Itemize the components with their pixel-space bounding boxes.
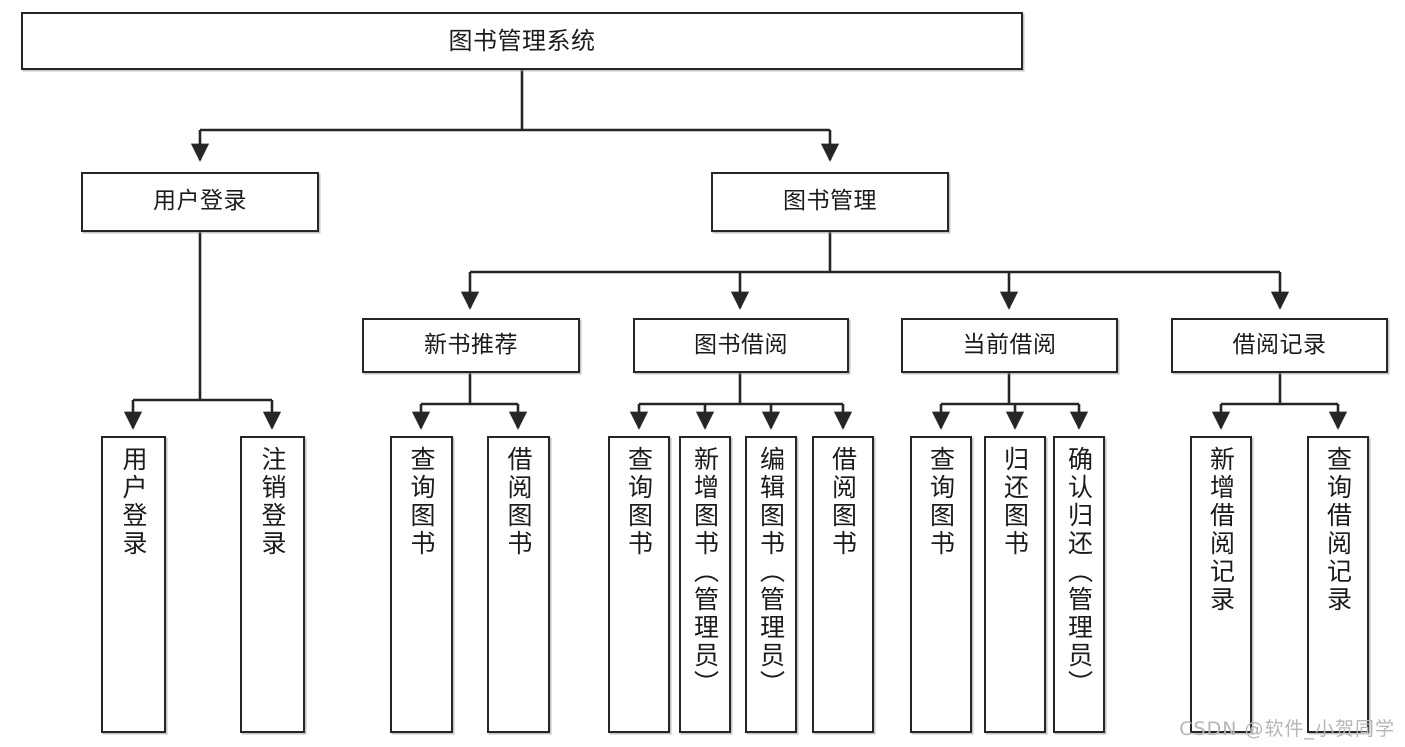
node-leaf-query-borrow-record-label: 查询借阅记录 <box>1323 446 1353 614</box>
node-book-borrow-label: 图书借阅 <box>694 331 788 358</box>
node-root[interactable]: 图书管理系统 <box>21 12 1023 70</box>
node-book-manage[interactable]: 图书管理 <box>711 172 949 232</box>
node-leaf-add-book-admin-label: 新增图书（管理员） <box>690 446 720 698</box>
node-leaf-borrow-book[interactable]: 借阅图书 <box>812 436 874 733</box>
node-user-login[interactable]: 用户登录 <box>81 172 319 232</box>
node-user-login-label: 用户登录 <box>153 188 247 215</box>
node-leaf-confirm-return-admin-label: 确认归还（管理员） <box>1064 446 1094 698</box>
node-leaf-add-book-admin[interactable]: 新增图书（管理员） <box>679 436 731 733</box>
node-book-manage-label: 图书管理 <box>783 188 877 215</box>
node-leaf-add-borrow-record-label: 新增借阅记录 <box>1206 446 1236 614</box>
node-leaf-user-login[interactable]: 用户登录 <box>101 436 166 733</box>
node-leaf-user-logout[interactable]: 注销登录 <box>240 436 305 733</box>
node-leaf-add-borrow-record[interactable]: 新增借阅记录 <box>1190 436 1252 733</box>
csdn-watermark: CSDN @软件_小贺同学 <box>1179 718 1395 740</box>
node-leaf-confirm-return-admin[interactable]: 确认归还（管理员） <box>1053 436 1105 733</box>
node-root-label: 图书管理系统 <box>448 26 596 55</box>
node-leaf-query-book-current-label: 查询图书 <box>926 446 956 558</box>
node-leaf-return-book[interactable]: 归还图书 <box>984 436 1046 733</box>
node-leaf-return-book-label: 归还图书 <box>1000 446 1030 558</box>
node-leaf-edit-book-admin[interactable]: 编辑图书（管理员） <box>745 436 797 733</box>
node-current-borrow-label: 当前借阅 <box>962 331 1057 358</box>
node-borrow-record-label: 借阅记录 <box>1232 331 1327 358</box>
node-leaf-query-book-current[interactable]: 查询图书 <box>910 436 972 733</box>
node-current-borrow[interactable]: 当前借阅 <box>901 318 1118 373</box>
node-leaf-query-book-borrow[interactable]: 查询图书 <box>608 436 670 733</box>
node-new-book-recommend[interactable]: 新书推荐 <box>362 318 580 373</box>
node-leaf-borrow-book-rec[interactable]: 借阅图书 <box>487 436 550 733</box>
node-leaf-query-book-borrow-label: 查询图书 <box>624 446 654 558</box>
node-leaf-user-logout-label: 注销登录 <box>258 446 287 558</box>
node-leaf-query-book-rec[interactable]: 查询图书 <box>390 436 453 733</box>
node-leaf-borrow-book-label: 借阅图书 <box>828 446 858 558</box>
node-leaf-edit-book-admin-label: 编辑图书（管理员） <box>756 446 786 698</box>
node-leaf-borrow-book-rec-label: 借阅图书 <box>504 446 533 558</box>
node-leaf-query-borrow-record[interactable]: 查询借阅记录 <box>1307 436 1369 733</box>
node-borrow-record[interactable]: 借阅记录 <box>1171 318 1388 373</box>
node-leaf-query-book-rec-label: 查询图书 <box>407 446 436 558</box>
node-leaf-user-login-label: 用户登录 <box>119 446 148 558</box>
node-book-borrow[interactable]: 图书借阅 <box>633 318 849 373</box>
node-new-book-recommend-label: 新书推荐 <box>424 331 518 358</box>
